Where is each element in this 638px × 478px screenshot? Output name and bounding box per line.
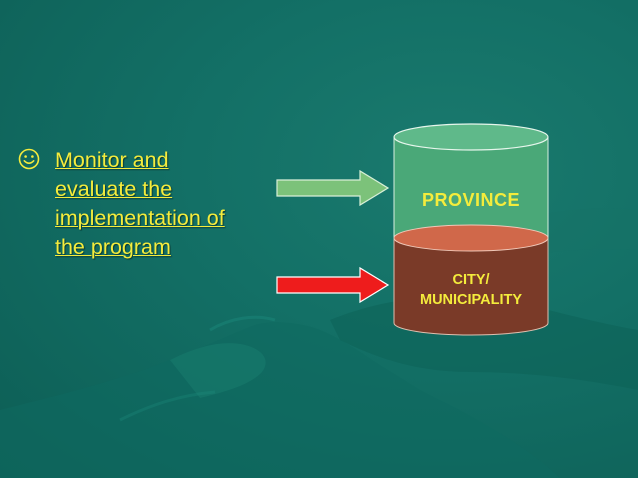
red-arrow <box>276 266 390 304</box>
city-label-line-2: MUNICIPALITY <box>419 292 523 308</box>
province-segment <box>393 136 549 239</box>
city-label-line-1: CITY/ <box>452 272 490 288</box>
smiley-icon <box>18 148 40 170</box>
city-municipality-label: CITY/ MUNICIPALITY <box>394 270 548 310</box>
bullet-line-3: implementation of <box>55 206 225 230</box>
bullet-line-1: Monitor and <box>55 148 169 172</box>
cylinder-top-cap <box>393 123 549 151</box>
city-top-ellipse <box>393 224 549 252</box>
city-segment <box>393 237 549 336</box>
province-label: PROVINCE <box>421 190 521 210</box>
bullet-line-4: the program <box>55 235 171 259</box>
bullet-text: Monitor and evaluate the implementation … <box>55 146 275 262</box>
green-arrow <box>276 169 390 207</box>
bullet-line-2: evaluate the <box>55 177 173 201</box>
